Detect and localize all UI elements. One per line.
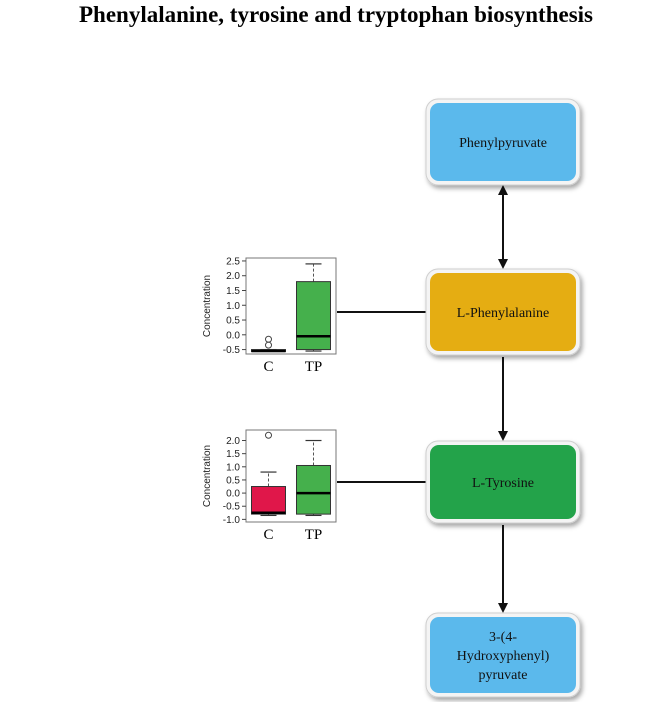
node-box [430, 617, 576, 693]
node-l-phenylalanine: L-Phenylalanine [425, 268, 581, 356]
y-tick-label: 0.0 [226, 330, 240, 341]
node-label: 3-(4- [489, 630, 517, 645]
y-tick-label: -0.5 [223, 345, 241, 356]
node-hydroxyphenylpyruvate: 3-(4- Hydroxyphenyl) pyruvate [425, 612, 581, 698]
page-title: Phenylalanine, tyrosine and tryptophan b… [79, 2, 593, 27]
y-tick-label: 1.0 [226, 301, 240, 312]
category-label: C [263, 527, 273, 543]
box-tp [296, 439, 331, 517]
node-label: Hydroxyphenyl) [457, 649, 550, 664]
node-label: L-Tyrosine [472, 476, 534, 491]
node-box [430, 445, 576, 519]
y-tick-label: 0.5 [226, 475, 240, 486]
node-box [430, 103, 576, 181]
y-tick-label: 0.0 [226, 489, 240, 500]
box-body [296, 281, 331, 351]
box-tp [296, 263, 331, 352]
y-tick-label: 1.5 [226, 449, 240, 460]
box-body [296, 464, 331, 515]
y-tick-label: -0.5 [223, 502, 241, 513]
node-box [430, 273, 576, 351]
node-phenylpyruvate: Phenylpyruvate [425, 98, 581, 186]
y-tick-label: 2.0 [226, 436, 240, 447]
node-label: Phenylpyruvate [459, 136, 547, 151]
node-label: L-Phenylalanine [457, 306, 550, 321]
y-tick-label: 1.0 [226, 462, 240, 473]
outlier-point [265, 341, 272, 349]
y-tick-label: 2.5 [226, 256, 240, 267]
y-tick-label: -1.0 [223, 515, 241, 526]
category-label: TP [305, 359, 323, 375]
box-c [251, 335, 286, 353]
category-label: TP [305, 527, 323, 543]
outlier-point [265, 431, 272, 439]
box-body [251, 486, 286, 515]
y-axis-label: Concentration [202, 445, 213, 507]
node-label: pyruvate [479, 668, 528, 683]
y-axis-label: Concentration [202, 275, 213, 337]
category-label: C [263, 359, 273, 375]
y-tick-label: 1.5 [226, 286, 240, 297]
node-l-tyrosine: L-Tyrosine [425, 440, 581, 524]
y-tick-label: 0.5 [226, 316, 240, 327]
y-tick-label: 2.0 [226, 271, 240, 282]
box-c [251, 431, 286, 517]
